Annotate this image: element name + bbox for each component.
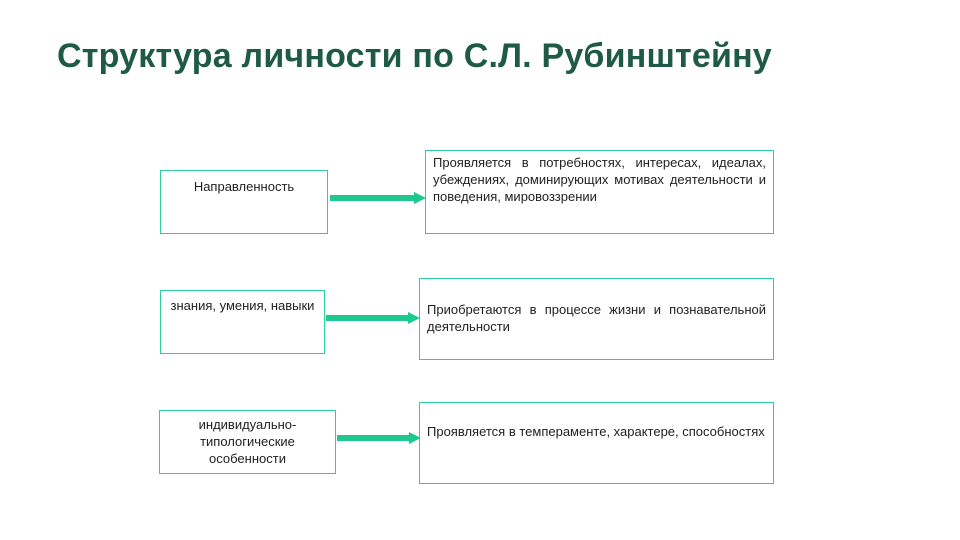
component-label: знания, умения, навыки — [170, 298, 315, 313]
component-label: индивидуально-типологические особенности — [198, 417, 297, 466]
component-box-skills: знания, умения, навыки — [160, 290, 325, 354]
slide-title: Структура личности по С.Л. Рубинштейну — [57, 37, 772, 75]
component-label: Направленность — [193, 179, 295, 194]
component-box-typological: индивидуально-типологические особенности — [159, 410, 336, 474]
arrow-right-icon — [326, 312, 420, 324]
component-box-orientation: Направленность — [160, 170, 328, 234]
arrow-right-icon — [337, 432, 421, 444]
description-box-orientation: Проявляется в потребностях, интересах, и… — [425, 150, 774, 234]
description-box-skills: Приобретаются в процессе жизни и познава… — [419, 278, 774, 360]
description-text: Проявляется в темпераменте, характере, с… — [427, 424, 765, 439]
description-box-typological: Проявляется в темпераменте, характере, с… — [419, 402, 774, 484]
description-text: Проявляется в потребностях, интересах, и… — [433, 155, 766, 204]
arrow-right-icon — [330, 192, 426, 204]
description-text: Приобретаются в процессе жизни и познава… — [427, 302, 766, 334]
